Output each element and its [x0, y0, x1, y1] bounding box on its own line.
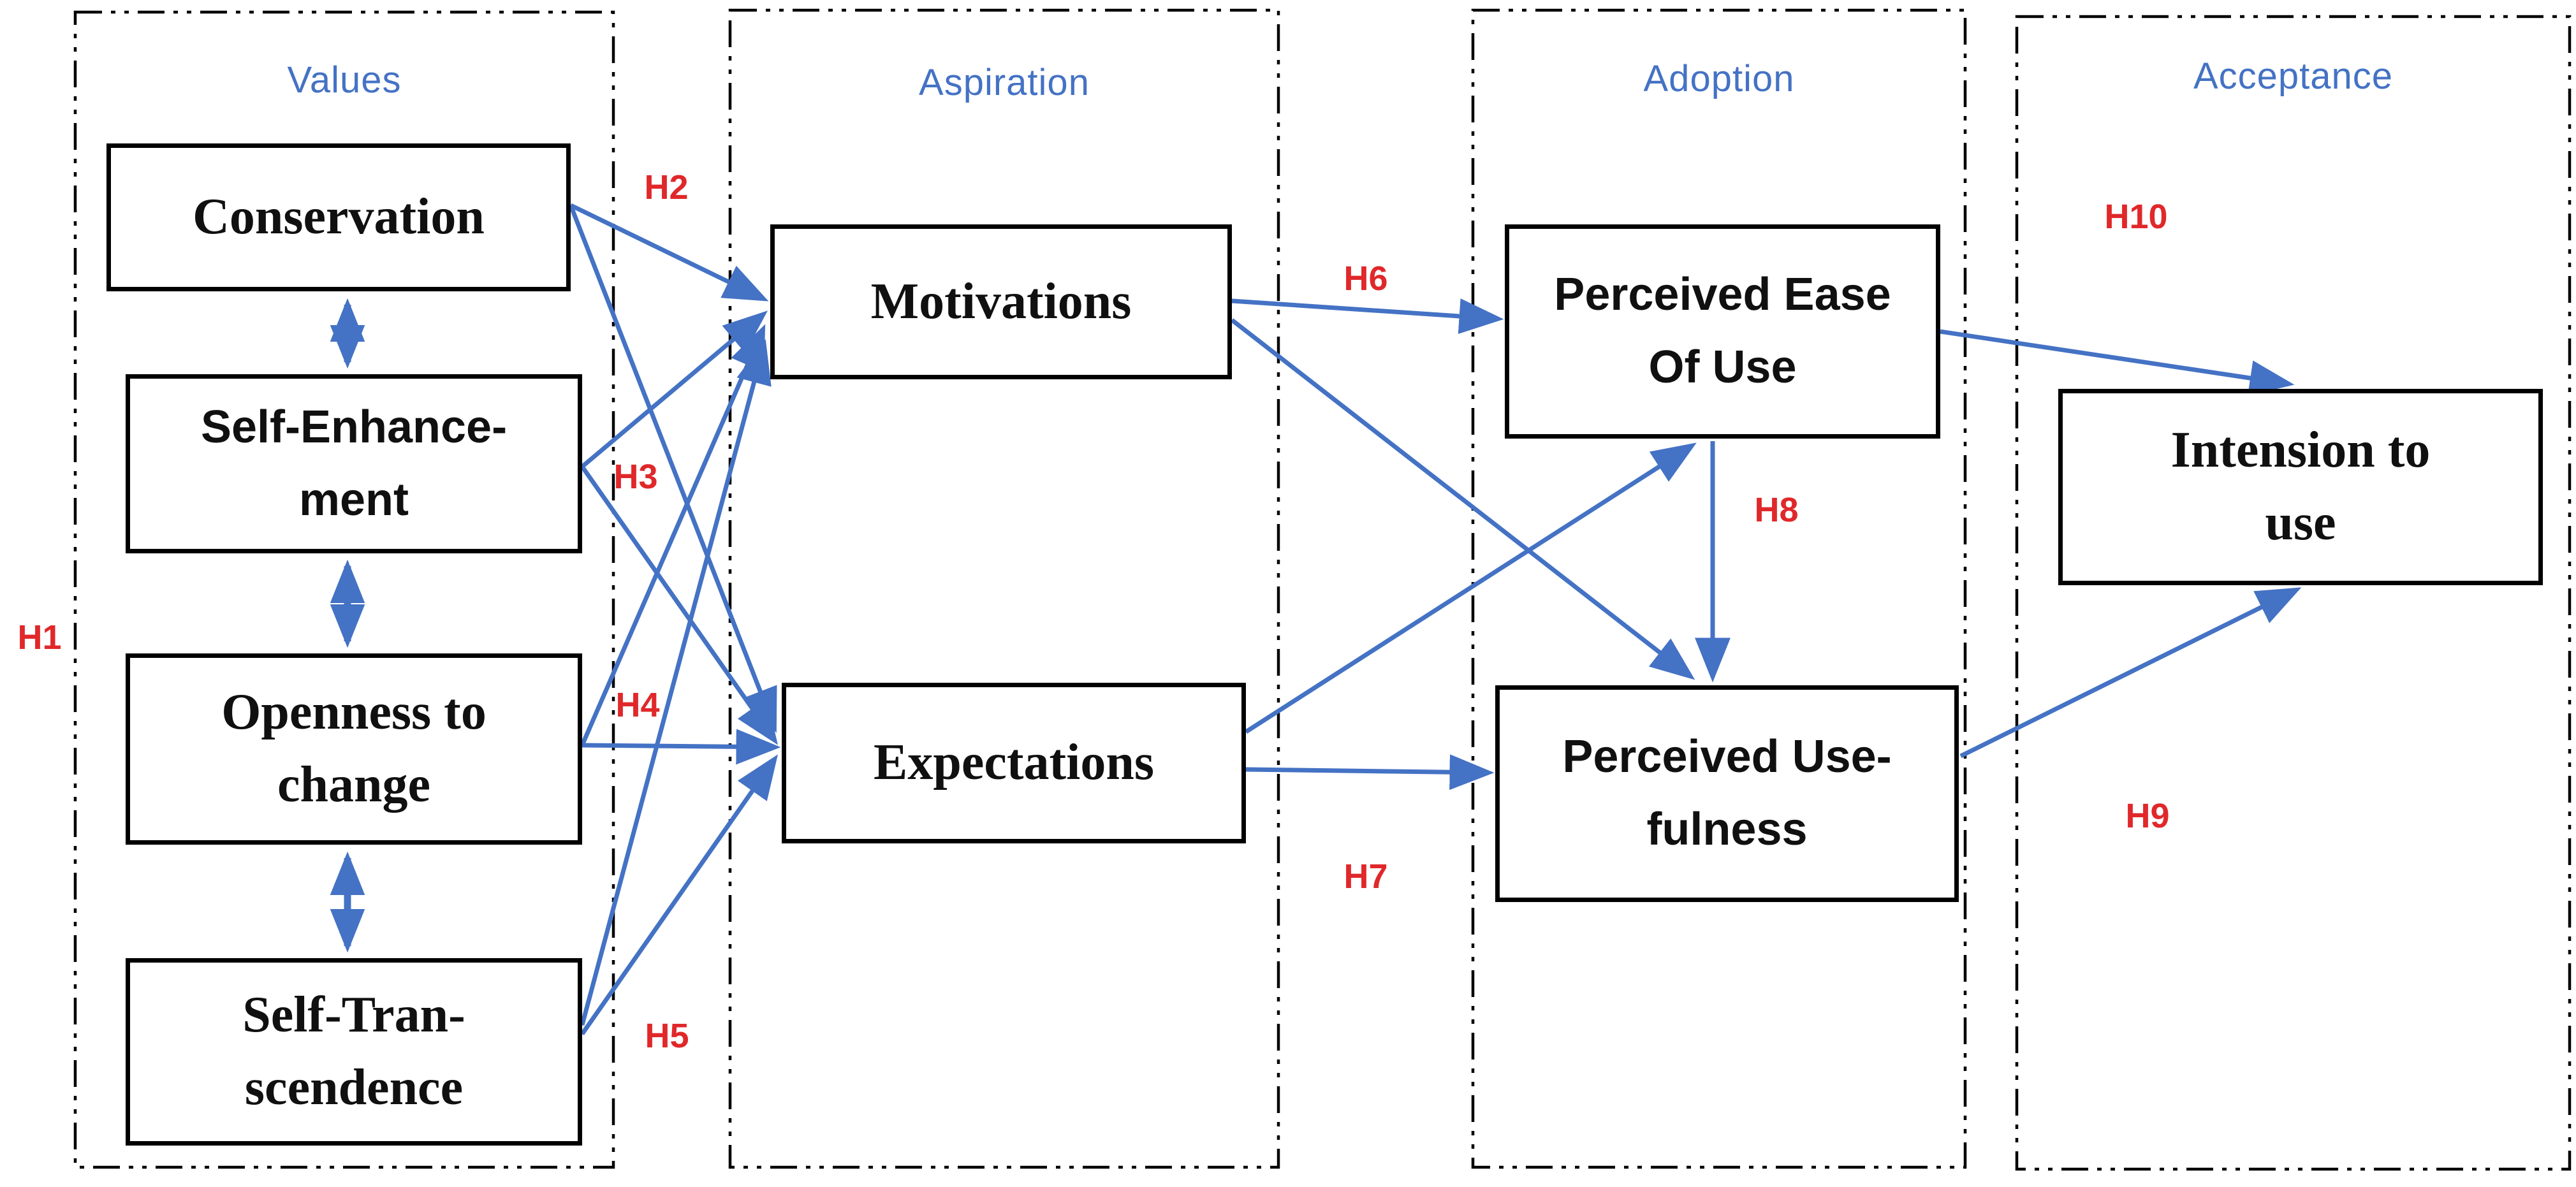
hypothesis-label-h7: H7 [1343, 857, 1388, 896]
arrow-selfenhancement-expectations [580, 465, 779, 745]
adoption-panel-title: Adoption [1643, 58, 1795, 99]
box-pu-line2: fulness [1646, 804, 1808, 855]
box-self-transcendence: Self-Tran- scendence [126, 958, 582, 1146]
box-intension-to-use: Intension to use [2058, 389, 2543, 585]
box-peu-line2: Of Use [1648, 342, 1797, 393]
adoption-panel-border [1471, 8, 1967, 1169]
hypothesis-label-h8: H8 [1754, 491, 1799, 529]
box-openness-to-change: Openness to change [126, 653, 582, 845]
arrow-openness-expectations [582, 729, 781, 765]
arrow-openness-motivations [580, 324, 766, 746]
aspiration-panel-title: Aspiration [919, 62, 1090, 103]
arrow-pu-intension [1959, 587, 2302, 759]
box-self-enhancement-line2: ment [298, 474, 409, 525]
arrow-conservation-expectations [568, 204, 777, 733]
box-conservation: Conservation [106, 143, 571, 291]
arrow-motivations-peu [1231, 298, 1504, 334]
hypothesis-label-h6: H6 [1343, 259, 1388, 298]
arrow-selftranscendence-expectations [580, 754, 779, 1036]
box-pu-line1: Perceived Use- [1562, 731, 1892, 783]
hypothesis-label-h2: H2 [644, 168, 689, 207]
box-expectations: Expectations [782, 683, 1246, 843]
hypothesis-label-h9: H9 [2125, 797, 2170, 835]
arrow-expectations-peu [1245, 442, 1697, 734]
hypothesis-label-h10: H10 [2104, 198, 2168, 236]
arrow-expectations-pu [1245, 754, 1495, 790]
box-openness-line1: Openness to [221, 684, 487, 741]
box-self-enhancement-line1: Self-Enhance- [200, 401, 508, 453]
arrow-conservation-motivations [569, 203, 769, 302]
acceptance-panel-border [2015, 15, 2572, 1171]
box-expectations-label: Expectations [874, 734, 1154, 791]
hypothesis-label-h3: H3 [613, 458, 658, 496]
hypothesis-label-h5: H5 [645, 1017, 689, 1055]
arrow-peu-intension [1940, 329, 2295, 396]
box-openness-line2: change [277, 757, 430, 813]
values-panel-border [73, 10, 615, 1169]
hypothesis-label-h4: H4 [615, 686, 660, 724]
aspiration-panel-border [728, 8, 1280, 1169]
arrow-motivations-pu [1230, 318, 1695, 680]
arrow-selftranscendence-motivations [580, 339, 772, 1026]
box-self-transcendence-line2: scendence [244, 1060, 464, 1116]
box-self-transcendence-line1: Self-Tran- [242, 987, 465, 1044]
acceptance-panel-title: Acceptance [2193, 55, 2394, 97]
box-perceived-ease-of-use: Perceived Ease Of Use [1505, 224, 1940, 439]
box-motivations: Motivations [770, 224, 1232, 379]
hypothesis-label-h1: H1 [17, 618, 62, 657]
box-intension-line2: use [2265, 495, 2336, 551]
box-conservation-label: Conservation [193, 189, 485, 245]
box-perceived-usefulness: Perceived Use- fulness [1495, 685, 1959, 902]
box-self-enhancement: Self-Enhance- ment [126, 374, 582, 553]
box-intension-line1: Intension to [2170, 422, 2431, 479]
values-panel-title: Values [287, 59, 402, 101]
box-peu-line1: Perceived Ease [1554, 269, 1891, 321]
box-motivations-label: Motivations [870, 273, 1132, 330]
